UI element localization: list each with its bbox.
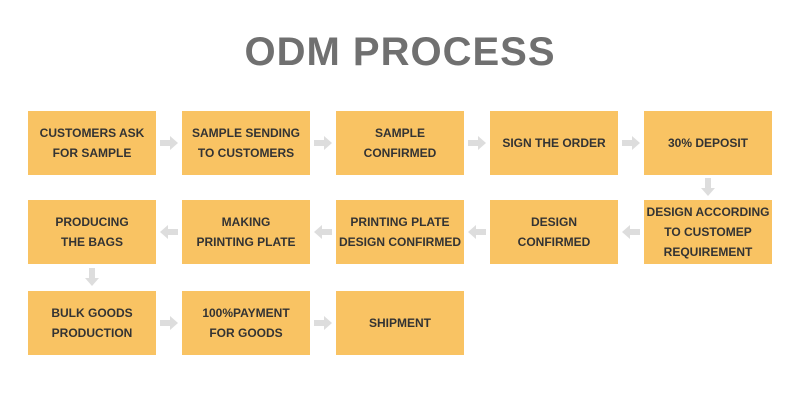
step-design-confirmed: DESIGN CONFIRMED — [490, 200, 618, 264]
step-making-printing-plate: MAKING PRINTING PLATE — [182, 200, 310, 264]
arrow-right-icon — [160, 136, 178, 150]
arrow-left-icon — [468, 225, 486, 239]
arrow-right-icon — [160, 316, 178, 330]
step-printing-plate-design-confirmed: PRINTING PLATE DESIGN CONFIRMED — [336, 200, 464, 264]
arrow-left-icon — [160, 225, 178, 239]
step-producing-the-bags: PRODUCING THE BAGS — [28, 200, 156, 264]
arrow-right-icon — [314, 136, 332, 150]
arrow-right-icon — [468, 136, 486, 150]
step-full-payment: 100%PAYMENT FOR GOODS — [182, 291, 310, 355]
arrow-right-icon — [622, 136, 640, 150]
step-sign-the-order: SIGN THE ORDER — [490, 111, 618, 175]
step-shipment: SHIPMENT — [336, 291, 464, 355]
step-sample-confirmed: SAMPLE CONFIRMED — [336, 111, 464, 175]
step-customers-ask-for-sample: CUSTOMERS ASK FOR SAMPLE — [28, 111, 156, 175]
arrow-right-icon — [314, 316, 332, 330]
step-deposit: 30% DEPOSIT — [644, 111, 772, 175]
step-sample-sending: SAMPLE SENDING TO CUSTOMERS — [182, 111, 310, 175]
diagram-title: ODM PROCESS — [244, 30, 556, 74]
step-design-according-to-requirement: DESIGN ACCORDING TO CUSTOMEP REQUIREMENT — [644, 200, 772, 264]
arrow-left-icon — [314, 225, 332, 239]
arrow-down-icon — [701, 178, 715, 196]
arrow-down-icon — [85, 268, 99, 286]
arrow-left-icon — [622, 225, 640, 239]
step-bulk-goods-production: BULK GOODS PRODUCTION — [28, 291, 156, 355]
